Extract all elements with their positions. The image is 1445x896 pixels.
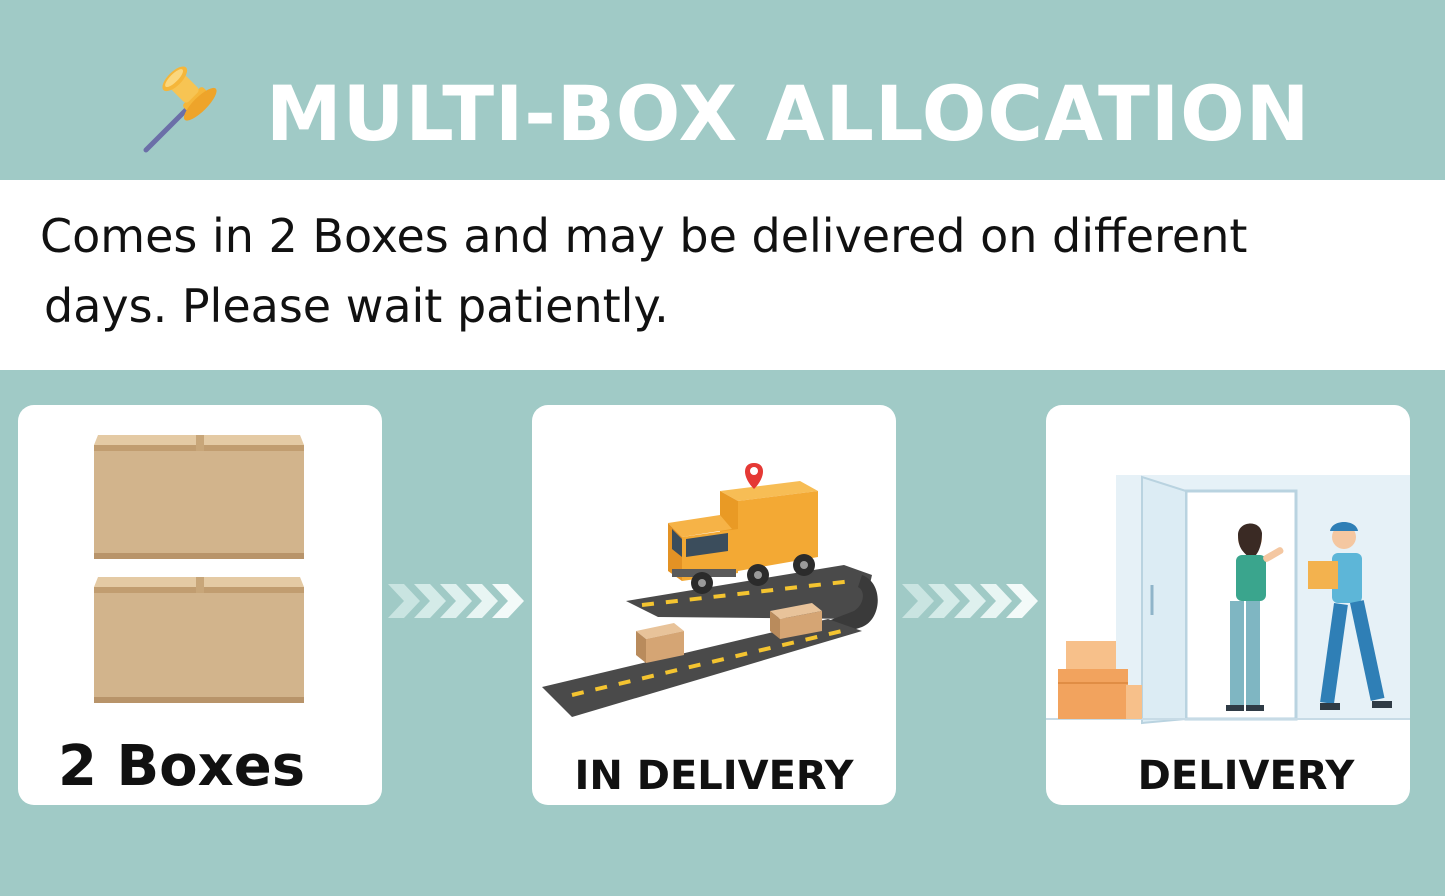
description-line-1: Comes in 2 Boxes and may be delivered on… <box>40 209 1248 263</box>
header: MULTI-BOX ALLOCATION <box>0 0 1445 180</box>
step-label-boxes: 2 Boxes <box>58 734 306 799</box>
step-label-delivery: DELIVERY <box>1137 753 1355 799</box>
page-title: MULTI-BOX ALLOCATION <box>266 69 1311 158</box>
step-card-delivery: DELIVERY <box>1046 405 1410 805</box>
stacked-boxes-icon <box>94 435 304 703</box>
description-band: Comes in 2 Boxes and may be delivered on… <box>0 180 1445 370</box>
pushpin-icon <box>143 66 217 153</box>
doorstep-delivery-icon <box>1046 475 1410 725</box>
description-line-2: days. Please wait patiently. <box>44 279 669 333</box>
step-card-in-delivery: IN DELIVERY <box>532 405 896 805</box>
step-label-in-delivery: IN DELIVERY <box>574 753 854 799</box>
step-card-boxes: 2 Boxes <box>18 405 382 805</box>
arrow-chevrons-icon <box>902 584 1038 618</box>
truck-road-icon <box>542 463 878 717</box>
arrow-chevrons-icon <box>388 584 524 618</box>
